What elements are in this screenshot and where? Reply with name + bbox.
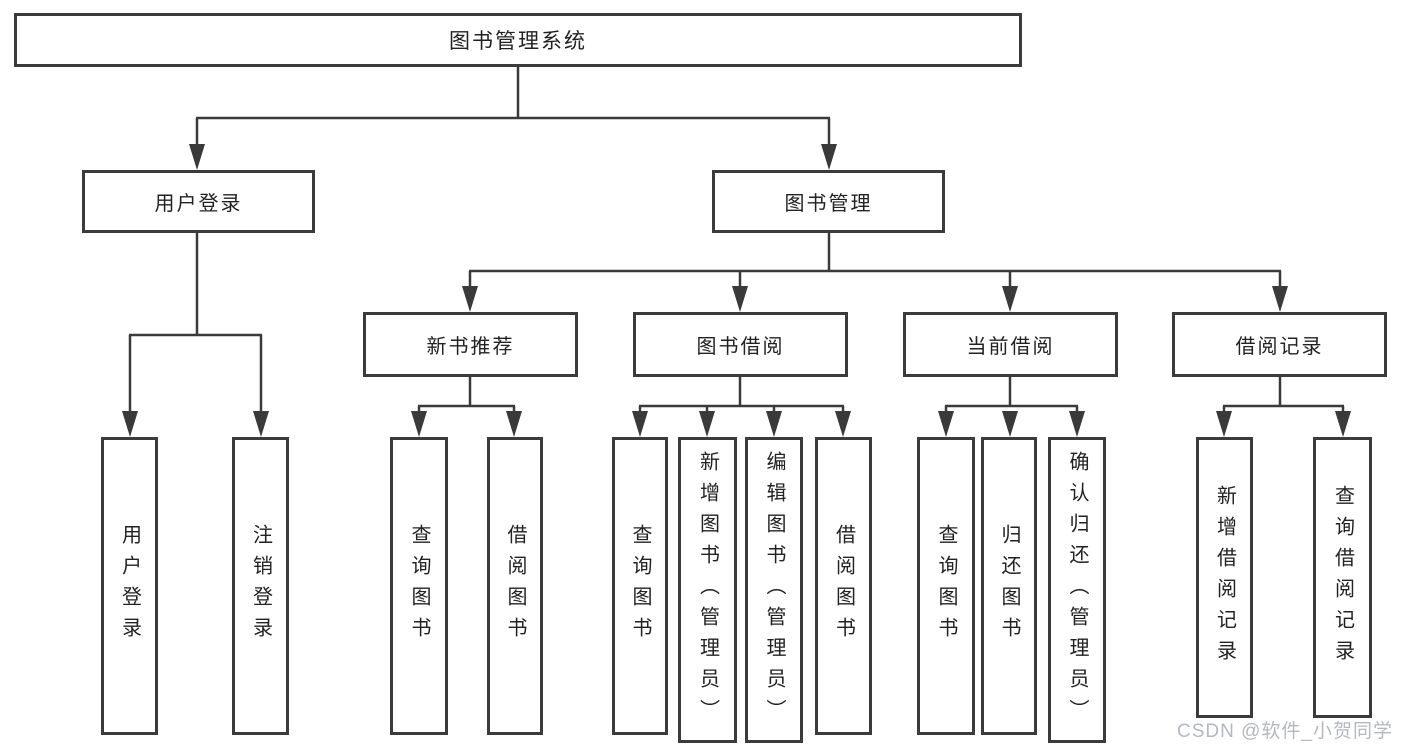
- node-leaf-user-login-label: 用户登录: [118, 524, 141, 648]
- node-root-system-label: 图书管理系统: [449, 30, 587, 53]
- node-leaf-confirm-return-admin-label: 确认归还（管理员）: [1066, 450, 1088, 730]
- node-book-management-label: 图书管理: [784, 193, 873, 215]
- node-user-login-branch: 用户登录: [82, 170, 315, 233]
- node-borrowing-records: 借阅记录: [1172, 312, 1387, 377]
- node-leaf-borrow-books-recommend: 借阅图书: [487, 437, 543, 735]
- node-leaf-return-book-label: 归还图书: [998, 524, 1020, 648]
- node-leaf-return-book: 归还图书: [981, 437, 1037, 735]
- node-book-borrowing-label: 图书借阅: [696, 336, 785, 358]
- node-leaf-query-books-recommend-label: 查询图书: [408, 524, 430, 648]
- node-leaf-confirm-return-admin: 确认归还（管理员）: [1048, 437, 1106, 743]
- node-book-borrowing: 图书借阅: [633, 312, 848, 377]
- node-leaf-logout: 注销登录: [232, 437, 289, 735]
- node-leaf-borrow-books: 借阅图书: [815, 437, 872, 735]
- node-leaf-query-borrow-record-label: 查询借阅记录: [1331, 484, 1354, 671]
- node-leaf-user-login: 用户登录: [101, 437, 158, 735]
- node-leaf-query-books-borrowing: 查询图书: [612, 437, 668, 735]
- node-leaf-query-books-borrowing-label: 查询图书: [629, 524, 651, 648]
- node-book-management: 图书管理: [712, 170, 945, 233]
- node-leaf-query-books-recommend: 查询图书: [390, 437, 448, 735]
- node-leaf-edit-book-admin: 编辑图书（管理员）: [745, 437, 803, 743]
- node-current-borrowing-label: 当前借阅: [966, 336, 1055, 358]
- node-root-system: 图书管理系统: [14, 13, 1022, 67]
- node-leaf-add-borrow-record: 新增借阅记录: [1196, 437, 1253, 718]
- node-current-borrowing: 当前借阅: [903, 312, 1118, 377]
- node-leaf-borrow-books-label: 借阅图书: [832, 524, 855, 648]
- node-leaf-edit-book-admin-label: 编辑图书（管理员）: [763, 450, 785, 730]
- node-leaf-logout-label: 注销登录: [249, 524, 272, 648]
- node-leaf-query-books-current: 查询图书: [917, 437, 975, 735]
- node-leaf-query-borrow-record: 查询借阅记录: [1313, 437, 1372, 718]
- node-new-book-recommend: 新书推荐: [363, 312, 578, 377]
- node-leaf-add-book-admin: 新增图书（管理员）: [678, 437, 737, 743]
- node-borrowing-records-label: 借阅记录: [1235, 336, 1324, 358]
- node-leaf-query-books-current-label: 查询图书: [935, 524, 957, 648]
- node-new-book-recommend-label: 新书推荐: [426, 336, 515, 358]
- csdn-watermark: CSDN @软件_小贺同学: [1177, 721, 1393, 742]
- node-leaf-add-book-admin-label: 新增图书（管理员）: [696, 450, 719, 730]
- node-leaf-borrow-books-recommend-label: 借阅图书: [504, 524, 526, 648]
- node-user-login-branch-label: 用户登录: [154, 193, 243, 215]
- node-leaf-add-borrow-record-label: 新增借阅记录: [1213, 484, 1236, 671]
